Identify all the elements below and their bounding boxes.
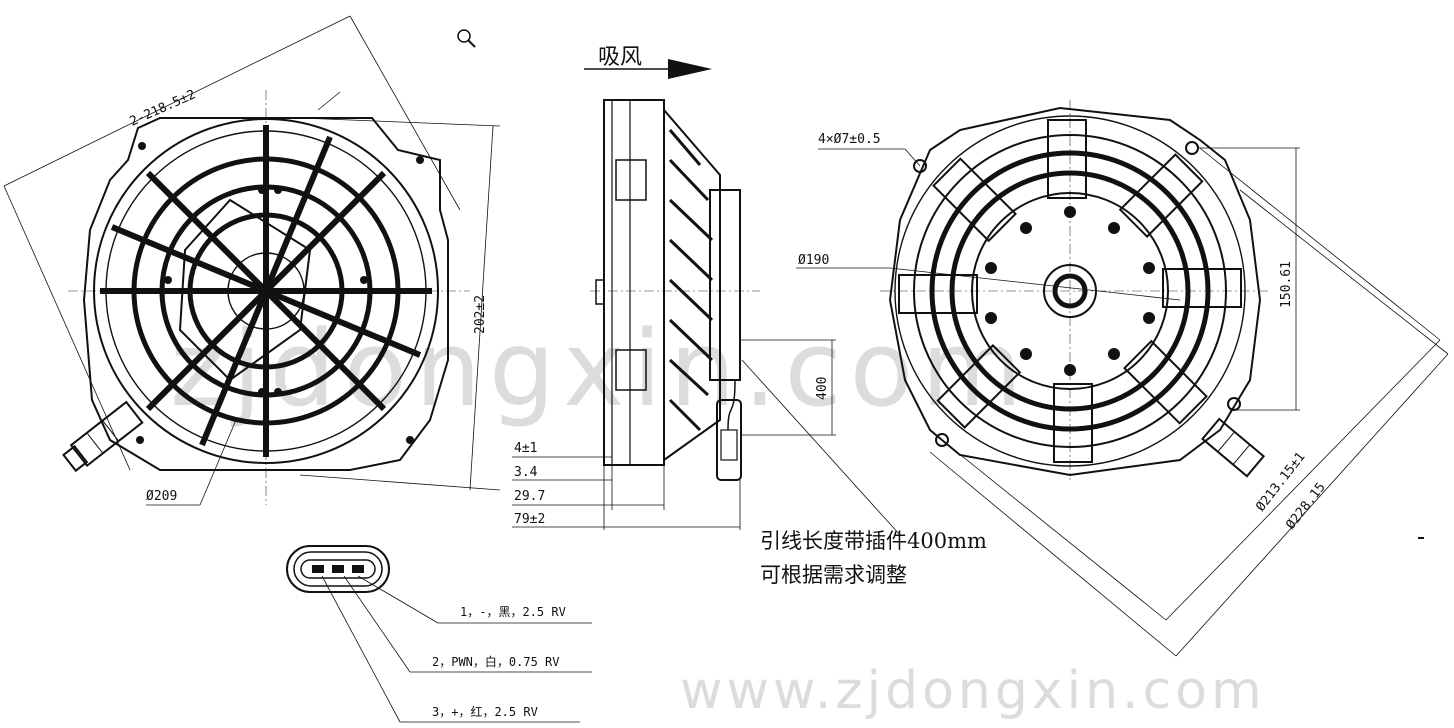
pin-1-label: 1，-，黑，2.5 RV: [460, 605, 566, 619]
connector-pinout-diagram: [286, 545, 592, 723]
left-height-dimension: 202±2: [473, 295, 488, 334]
watermark-bottom: www.zjdongxin.com: [680, 661, 1266, 721]
left-view-dimensions: [3, 15, 501, 506]
pin-2-label: 2，PWN，白，0.75 RV: [432, 654, 559, 669]
mounting-holes-dimension: 4×Ø7±0.5: [818, 132, 881, 147]
left-diameter-dimension: Ø209: [146, 489, 177, 504]
right-fan-view: [880, 100, 1270, 480]
side-fan-view: [590, 99, 760, 481]
right-height-dimension: 150.61: [1279, 261, 1294, 308]
side-view-dimensions: [512, 339, 901, 536]
side-dim-3: 29.7: [514, 489, 545, 504]
side-dim-1: 4±1: [514, 441, 537, 456]
watermark-center: zjdongxin.com: [170, 308, 1031, 430]
airflow-label: 吸风: [598, 45, 642, 70]
note-line-2: 可根据需求调整: [760, 563, 907, 587]
lead-length-dimension: 400: [815, 377, 830, 400]
left-fan-view: [62, 90, 470, 505]
pin-3-label: 3，+，红，2.5 RV: [432, 704, 538, 719]
diagonal-dimension: 2-218.5±2: [128, 87, 198, 129]
magnifier-icon[interactable]: [457, 29, 476, 48]
airflow-arrow: [584, 59, 712, 79]
side-dim-2: 3.4: [514, 465, 538, 480]
pcd-dimension-2: Ø228.15: [1283, 480, 1329, 532]
note-line-1: 引线长度带插件400mm: [760, 529, 987, 553]
side-dim-4: 79±2: [514, 512, 545, 527]
hub-diameter-dimension: Ø190: [798, 253, 829, 268]
right-view-dimensions: [796, 144, 1449, 657]
